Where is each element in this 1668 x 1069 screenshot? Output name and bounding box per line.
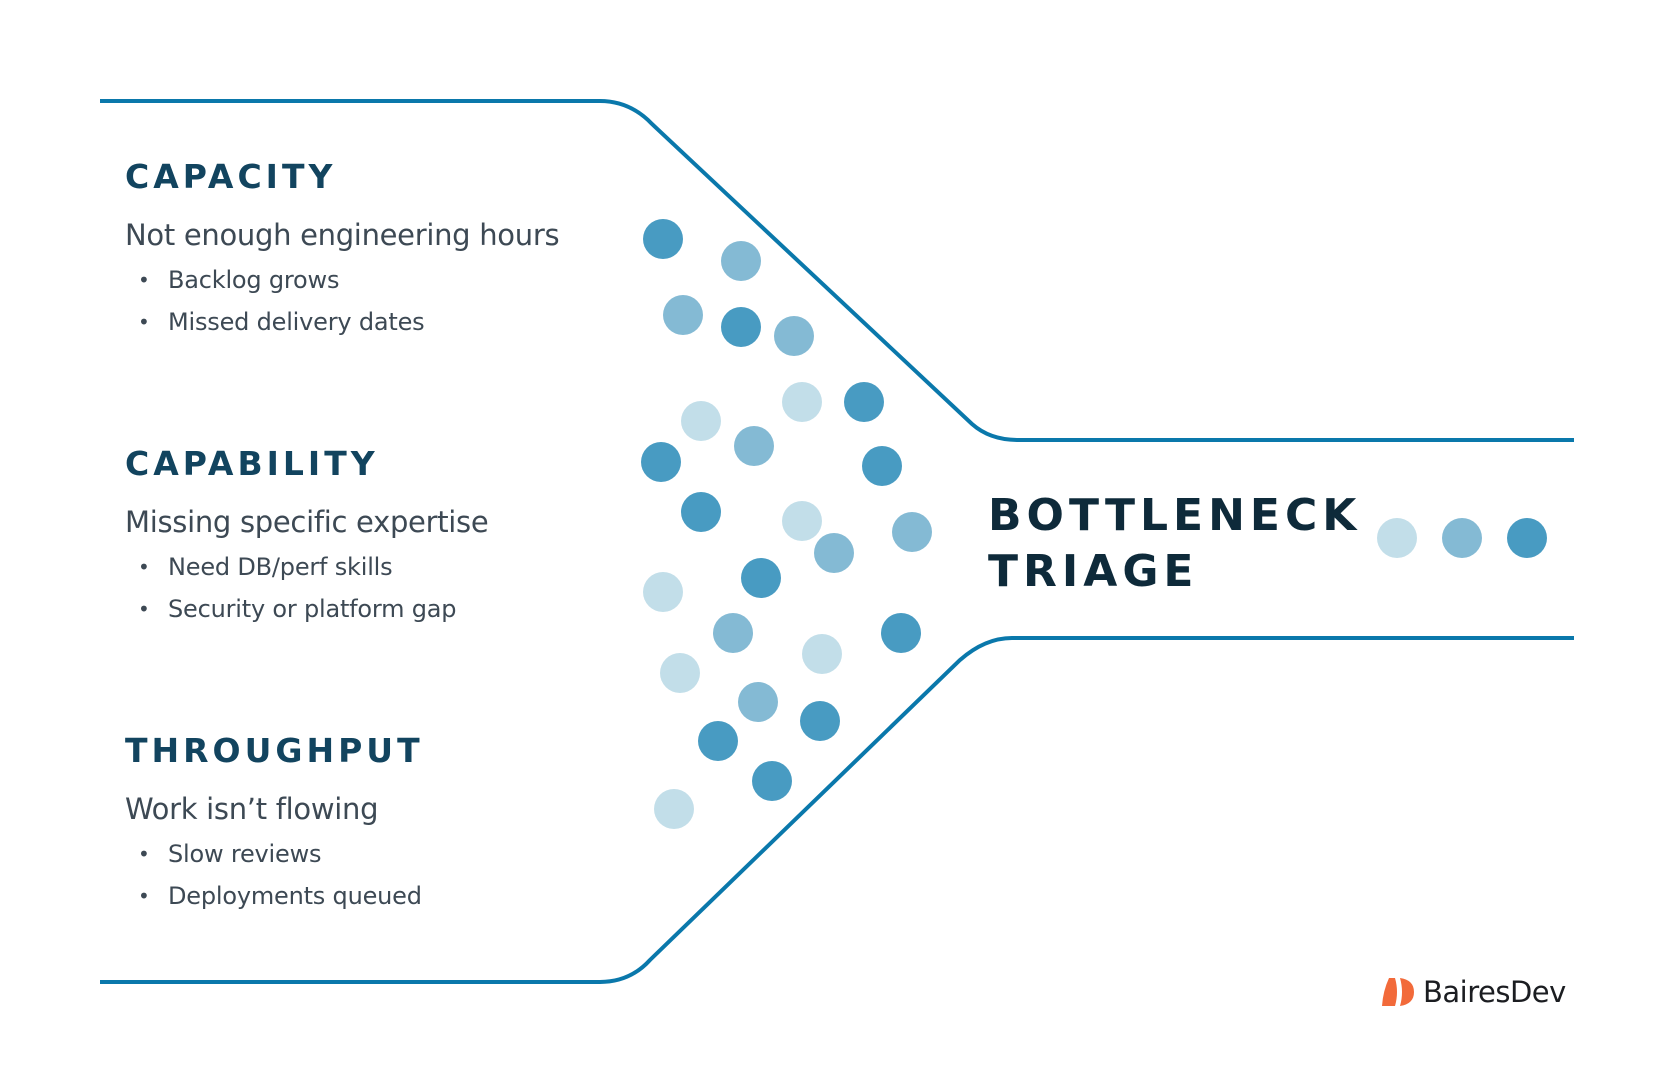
- bullet-list: • Need DB/perf skills • Security or platfo…: [125, 546, 488, 630]
- funnel-bottom-edge: [100, 636, 1574, 984]
- section-heading: THROUGHPUT: [125, 731, 424, 770]
- funnel-dot-dark: [741, 558, 781, 598]
- funnel-dot-mid: [721, 241, 761, 281]
- funnel-dot-mid: [663, 295, 703, 335]
- funnel-dot-mid: [814, 533, 854, 573]
- brand-logo: BairesDev: [1381, 975, 1566, 1009]
- bairesdev-logo-icon: [1382, 978, 1414, 1006]
- bullet-item: • Backlog grows: [125, 259, 559, 301]
- output-dot-mid: [1442, 518, 1482, 558]
- logo-wordmark: BairesDev: [1423, 975, 1566, 1009]
- section-subtitle: Not enough engineering hours: [125, 218, 560, 252]
- funnel-dot-light: [660, 653, 700, 693]
- funnel-dot-mid: [734, 426, 774, 466]
- section-capability: CAPABILITY Missing specific expertise • N…: [125, 444, 489, 630]
- funnel-dot-dark: [862, 446, 902, 486]
- section-throughput: THROUGHPUT Work isn’t flowing • Slow revi…: [125, 731, 424, 917]
- funnel-dot-dark: [752, 761, 792, 801]
- funnel-dot-mid: [892, 512, 932, 552]
- section-subtitle: Work isn’t flowing: [125, 792, 379, 826]
- bullet-item: • Deployments queued: [125, 875, 424, 917]
- section-heading: CAPACITY: [125, 157, 337, 196]
- output-dot-light: [1377, 518, 1417, 558]
- funnel-dot-dark: [698, 721, 738, 761]
- bullet-text: Missed delivery dates: [168, 308, 425, 336]
- funnel-top-edge: [100, 99, 1574, 442]
- funnel-dot-dark: [844, 382, 884, 422]
- bullet-icon: •: [138, 842, 150, 866]
- bullet-icon: •: [138, 310, 150, 334]
- bullet-icon: •: [138, 597, 150, 621]
- title-line-2: TRIAGE: [988, 546, 1199, 597]
- funnel-dot-light: [782, 382, 822, 422]
- bullet-item: • Slow reviews: [125, 833, 424, 875]
- section-subtitle: Missing specific expertise: [125, 505, 489, 539]
- bullet-text: Need DB/perf skills: [168, 553, 393, 581]
- bullet-list: • Slow reviews • Deployments queued: [125, 833, 424, 917]
- funnel-dot-dark: [881, 613, 921, 653]
- funnel-dot-dark: [643, 219, 683, 259]
- funnel-dot-light: [654, 789, 694, 829]
- funnel-dot-dark: [721, 307, 761, 347]
- bullet-item: • Need DB/perf skills: [125, 546, 488, 588]
- funnel-dot-dark: [641, 442, 681, 482]
- bullet-text: Security or platform gap: [168, 595, 457, 623]
- funnel-dot-dark: [800, 701, 840, 741]
- bullet-icon: •: [138, 555, 150, 579]
- funnel-dot-mid: [713, 613, 753, 653]
- bullet-text: Backlog grows: [168, 266, 340, 294]
- funnel-dot-mid: [738, 682, 778, 722]
- bullet-item: • Missed delivery dates: [125, 301, 559, 343]
- section-heading: CAPABILITY: [125, 444, 379, 483]
- funnel-dot-dark: [681, 492, 721, 532]
- bullet-item: • Security or platform gap: [125, 588, 488, 630]
- section-capacity: CAPACITY Not enough engineering hours • B…: [125, 157, 560, 343]
- funnel-dot-light: [802, 634, 842, 674]
- bullet-text: Slow reviews: [168, 840, 322, 868]
- title-line-1: BOTTLENECK: [988, 490, 1362, 541]
- funnel-dot-mid: [774, 316, 814, 356]
- funnel-dot-light: [782, 501, 822, 541]
- bullet-icon: •: [138, 268, 150, 292]
- diagram-title: BOTTLENECK TRIAGE: [988, 488, 1361, 600]
- work-item-dots: [641, 219, 1547, 829]
- bullet-list: • Backlog grows • Missed delivery dates: [125, 259, 559, 343]
- bullet-icon: •: [138, 884, 150, 908]
- funnel-dot-light: [643, 572, 683, 612]
- funnel-dot-light: [681, 401, 721, 441]
- bullet-text: Deployments queued: [168, 882, 422, 910]
- output-dot-dark: [1507, 518, 1547, 558]
